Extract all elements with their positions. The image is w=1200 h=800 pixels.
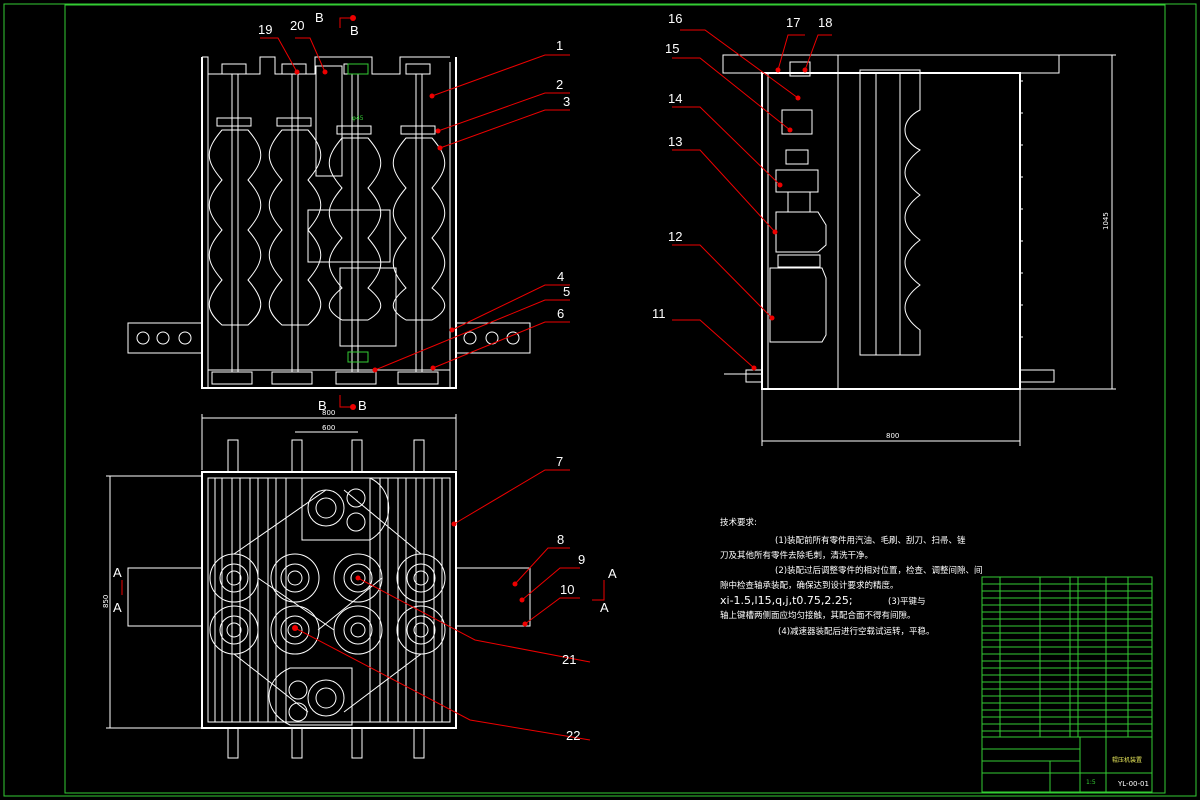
- notes-line-3: (2)装配过后调整零件的相对位置，检查、调整间隙、间: [775, 565, 983, 576]
- balloon-14: 14: [668, 91, 682, 106]
- section-a-label-top-left: A: [113, 565, 122, 580]
- title-block: 辊压机装置 1:5 YL-00-01: [981, 736, 1153, 793]
- notes-line-2: 刀及其他所有零件去除毛刺，清洗干净。: [720, 550, 873, 561]
- svg-text:φ45: φ45: [352, 115, 364, 122]
- title-block-scale: 1:5: [1086, 779, 1096, 786]
- title-block-drawing-no: YL-00-01: [1117, 780, 1149, 788]
- balloon-9: 9: [578, 552, 585, 567]
- balloon-22: 22: [566, 728, 580, 743]
- balloon-10: 10: [560, 582, 574, 597]
- balloon-17: 17: [786, 15, 800, 30]
- balloon-3: 3: [563, 94, 570, 109]
- notes-line-5: xi-1.5,l15,q,j,t0.75,2.25;: [720, 594, 853, 607]
- balloon-5: 5: [563, 284, 570, 299]
- section-b-label-right: B: [350, 23, 359, 38]
- balloon-13: 13: [668, 134, 682, 149]
- balloon-1: 1: [556, 38, 563, 53]
- balloon-11: 11: [652, 306, 666, 321]
- balloon-4: 4: [557, 269, 564, 284]
- balloon-20: 20: [290, 18, 304, 33]
- dim-left-height: 850: [102, 595, 110, 608]
- dim-inner-width: 600: [322, 424, 335, 432]
- notes-line-1: (1)装配前所有零件用汽油、毛刷、刮刀、扫帚、锉: [775, 535, 966, 546]
- side-view: [722, 54, 1116, 446]
- title-block-name: 辊压机装置: [1112, 756, 1142, 764]
- leader-lines: [260, 29, 832, 741]
- balloon-21: 21: [562, 652, 576, 667]
- notes-line-4: 隙中检查轴承装配，确保达到设计要求的精度。: [720, 580, 899, 591]
- balloon-7: 7: [556, 454, 563, 469]
- dim-right-height: 1045: [1102, 212, 1110, 230]
- section-b-marks: B B B B: [315, 10, 367, 413]
- section-a-label-top-right: A: [608, 566, 617, 581]
- section-b-label-bottom-right: B: [358, 398, 367, 413]
- section-a-marks: A A A A: [113, 565, 617, 615]
- balloon-18: 18: [818, 15, 832, 30]
- parts-list: [981, 576, 1153, 738]
- notes-line-7: (4)减速器装配后进行空载试运转，平稳。: [778, 626, 935, 637]
- balloon-15: 15: [665, 41, 679, 56]
- section-a-label-bottom-right: A: [600, 600, 609, 615]
- balloon-6: 6: [557, 306, 564, 321]
- notes-line-6: 轴上键槽两侧面应均匀接触，其配合面不得有间隙。: [720, 610, 916, 621]
- front-view: φ45: [127, 56, 531, 389]
- balloon-8: 8: [557, 532, 564, 547]
- balloon-16: 16: [668, 11, 682, 26]
- balloon-12: 12: [668, 229, 682, 244]
- outer-frame: [3, 3, 1197, 797]
- notes-title: 技术要求:: [720, 517, 757, 528]
- balloon-2: 2: [556, 77, 563, 92]
- notes-line-5b: (3)平键与: [888, 596, 926, 607]
- dim-top-width: 800: [322, 409, 335, 417]
- balloon-19: 19: [258, 22, 272, 37]
- section-a-label-bottom-left: A: [113, 600, 122, 615]
- section-b-label-left: B: [315, 10, 324, 25]
- top-view: [106, 414, 531, 759]
- inner-frame: [64, 4, 1166, 794]
- technical-notes: 技术要求: (1)装配前所有零件用汽油、毛刷、刮刀、扫帚、锉 刀及其他所有零件去…: [720, 517, 983, 637]
- section-b-label-bottom-left: B: [318, 398, 327, 413]
- dim-bottom-width: 800: [886, 432, 899, 440]
